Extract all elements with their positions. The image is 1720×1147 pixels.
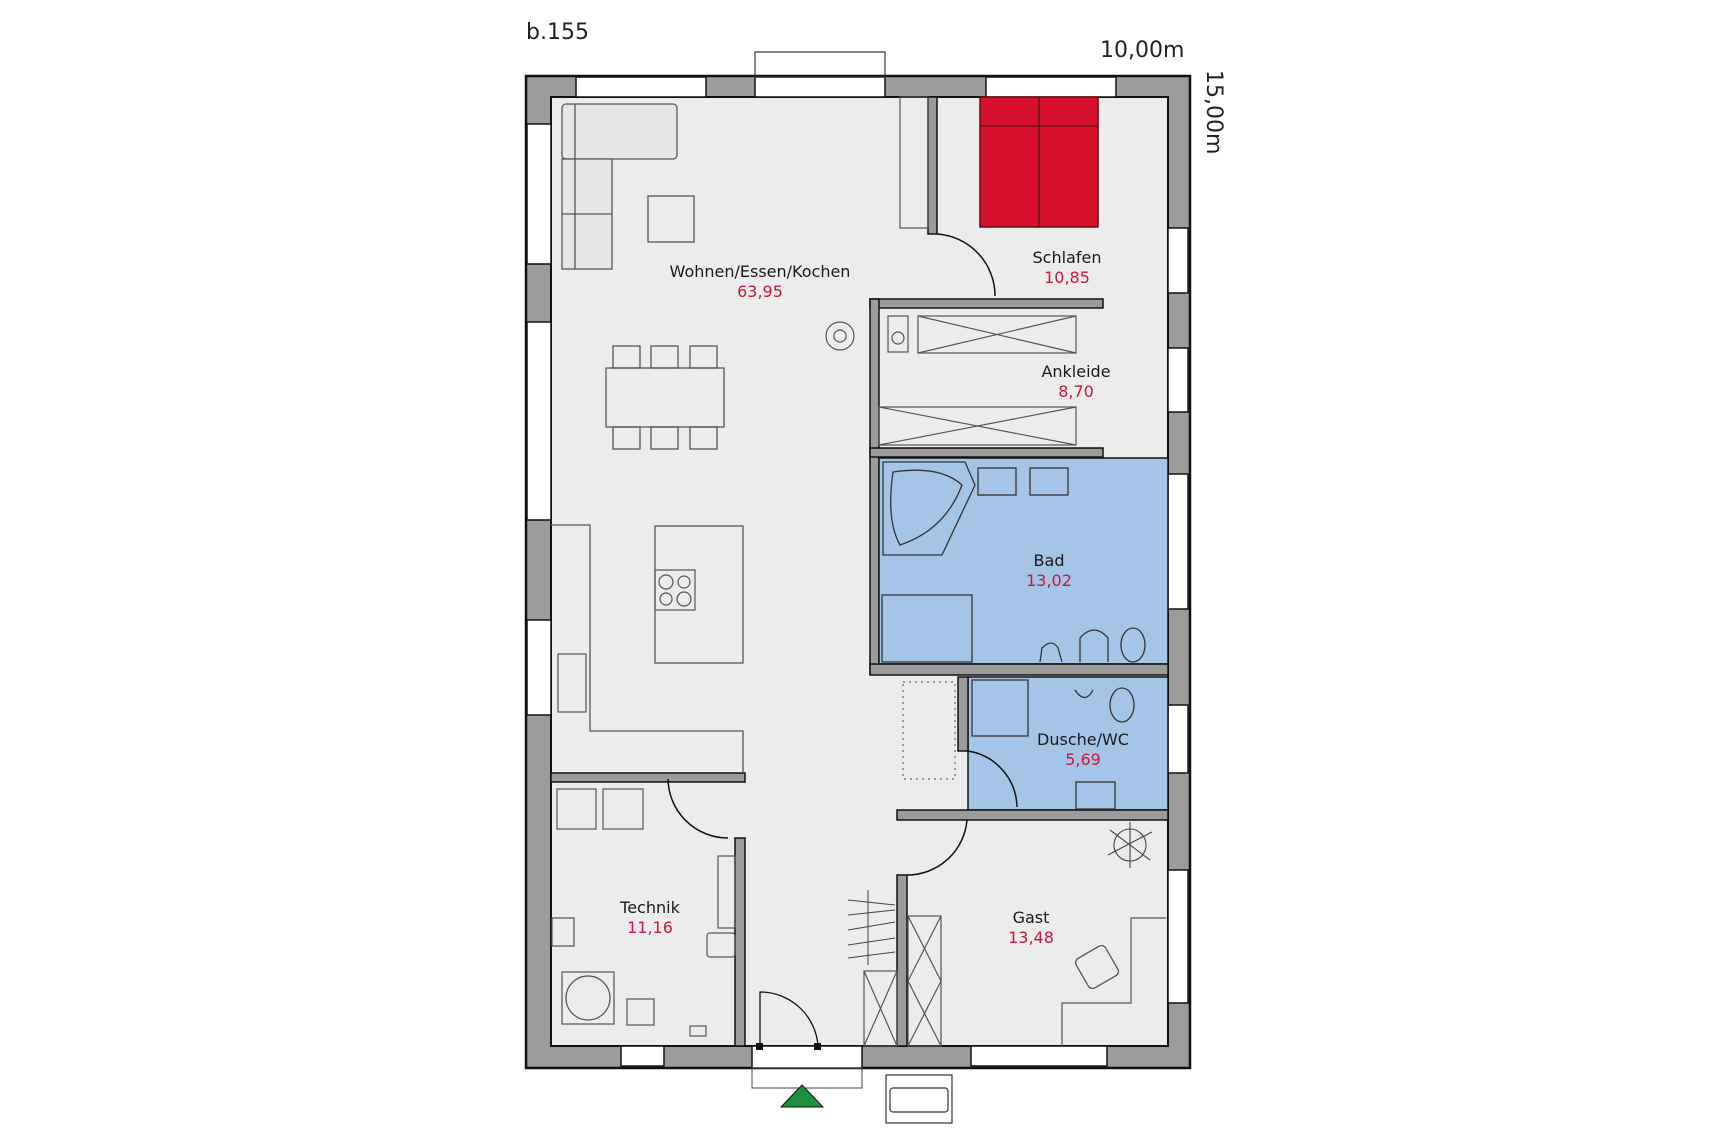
cooktop — [654, 569, 696, 611]
dining-table — [605, 345, 725, 450]
wall-gast-left — [896, 874, 908, 1047]
room-name: Ankleide — [1041, 362, 1111, 381]
technik-door-swing — [667, 778, 729, 839]
dusche-sink — [1075, 781, 1116, 810]
tv-unit — [899, 96, 929, 229]
room-area: 11,16 — [627, 918, 673, 937]
room-name: Bad — [1033, 551, 1065, 570]
room-area: 63,95 — [737, 282, 783, 301]
gast-wardrobe — [907, 915, 942, 1047]
top-terrace-outline — [754, 51, 886, 78]
room-name: Dusche/WC — [1037, 730, 1129, 749]
wall-technik-top — [550, 772, 746, 783]
wall-technik-right — [734, 837, 746, 1047]
room-label-technik: Technik 11,16 — [620, 898, 680, 938]
entrance-step — [751, 1067, 863, 1089]
room-name: Technik — [620, 898, 680, 917]
wall-ankleide-left — [869, 298, 880, 675]
bad-shower — [881, 594, 973, 663]
room-label-bad: Bad 13,02 — [1026, 551, 1072, 591]
room-label-gast: Gast 13,48 — [1008, 908, 1054, 948]
wardrobes-ankleide — [878, 315, 1077, 446]
kitchen-sink — [557, 653, 587, 713]
bedroom-door-swing — [936, 233, 996, 297]
double-sink — [977, 467, 1069, 496]
dusche-door-swing — [967, 750, 1018, 808]
entrance-door-swing — [759, 991, 819, 1047]
room-area: 13,02 — [1026, 571, 1072, 590]
room-area: 8,70 — [1058, 382, 1094, 401]
room-area: 5,69 — [1065, 750, 1101, 769]
room-label-wohnen: Wohnen/Essen/Kochen 63,95 — [670, 262, 851, 302]
wall-dusche-left — [957, 676, 969, 752]
dusche-toilet — [1074, 687, 1135, 723]
gast-door-swing — [906, 819, 968, 876]
hall-wardrobe — [863, 970, 898, 1047]
plant — [1107, 822, 1153, 868]
wall-ankleide-bad — [869, 447, 1104, 458]
room-name: Wohnen/Essen/Kochen — [669, 262, 851, 281]
round-object — [825, 321, 855, 351]
gast-chair — [1074, 944, 1120, 990]
dusche-shower — [971, 679, 1029, 737]
gast-desk — [1061, 917, 1166, 1046]
room-name: Gast — [1012, 908, 1050, 927]
room-area: 10,85 — [1044, 268, 1090, 287]
coat-rack — [847, 890, 896, 965]
room-label-ankleide: Ankleide 8,70 — [1041, 362, 1110, 402]
bathtub — [882, 461, 976, 556]
wall-ankleide-top — [869, 298, 1104, 309]
room-area: 13,48 — [1008, 928, 1054, 947]
room-label-schlafen: Schlafen 10,85 — [1033, 248, 1102, 288]
coffee-table — [647, 195, 695, 243]
width-dimension: 10,00m — [1100, 38, 1185, 63]
wall-bad-bottom — [869, 663, 1169, 676]
room-dusche-floor — [967, 676, 1169, 811]
wall-dusche-bottom — [896, 809, 1169, 821]
wall-living-bedroom — [927, 96, 938, 235]
windows — [526, 76, 1189, 1067]
room-bad-floor — [878, 457, 1169, 665]
plan-code: b.155 — [526, 20, 589, 45]
technik-equipment — [551, 788, 736, 1037]
room-name: Schlafen — [1032, 248, 1102, 267]
entrance-arrow-icon — [779, 1084, 825, 1108]
sofa — [561, 103, 678, 270]
kitchen-counter — [551, 524, 744, 773]
outdoor-bench — [885, 1074, 953, 1124]
entrance-opening — [751, 1045, 863, 1069]
shoe-mat — [902, 681, 956, 780]
bad-toilets — [1039, 627, 1146, 663]
room-label-dusche: Dusche/WC 5,69 — [1037, 730, 1129, 770]
